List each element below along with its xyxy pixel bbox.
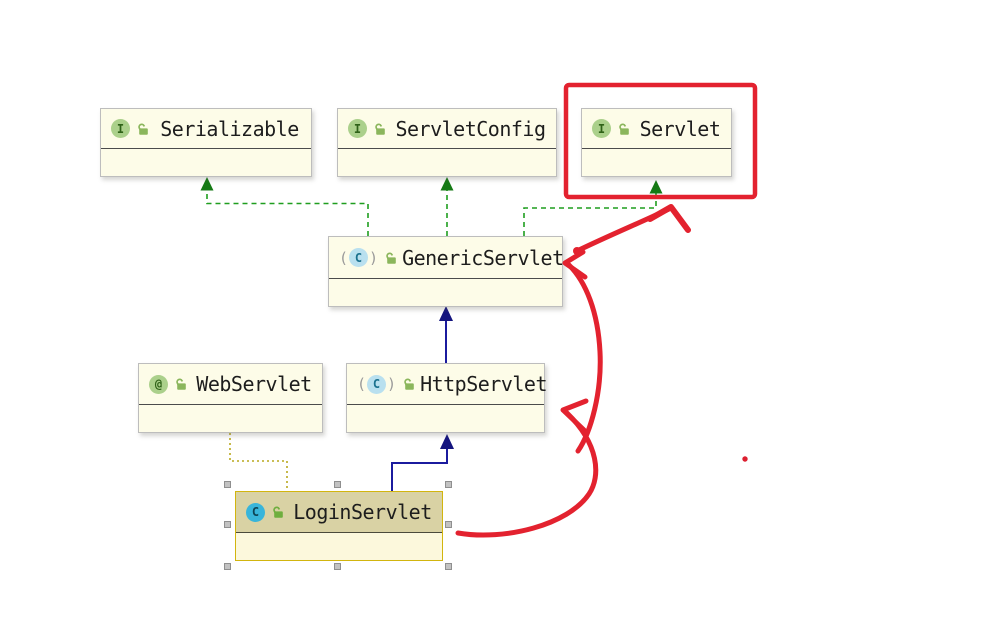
class-node-serializable[interactable]: I Serializable [100, 108, 312, 177]
selection-handle[interactable] [445, 481, 452, 488]
class-name: HttpServlet [420, 372, 548, 396]
unlocked-icon [384, 251, 398, 265]
red-ink-blob [573, 247, 581, 255]
class-node-genericservlet[interactable]: C GenericServlet [328, 236, 564, 307]
selection-handle[interactable] [224, 563, 231, 570]
class-name: GenericServlet [402, 245, 564, 270]
red-arrowhead [560, 398, 589, 433]
node-header[interactable]: C HttpServlet [347, 364, 548, 405]
red-arrowhead [562, 249, 588, 280]
unlocked-icon [373, 122, 387, 136]
selection-handle[interactable] [334, 563, 341, 570]
members-section [329, 279, 562, 306]
edge-extends-genericservlet[interactable] [439, 306, 453, 363]
class-node-httpservlet[interactable]: C HttpServlet [346, 363, 548, 433]
class-name: WebServlet [196, 372, 312, 396]
unlocked-icon [402, 377, 416, 391]
edge-annotation-webservlet[interactable] [229, 433, 288, 490]
edge-realization-servletconfig[interactable] [440, 177, 454, 236]
edge-realization-serializable[interactable] [200, 177, 369, 236]
class-node-webservlet[interactable]: @ WebServlet [138, 363, 323, 433]
class-node-servlet[interactable]: I Servlet [581, 108, 732, 177]
class-name: Serializable [160, 116, 299, 141]
members-section [139, 405, 322, 432]
unlocked-icon [617, 122, 631, 136]
class-name: ServletConfig [395, 116, 546, 141]
node-header[interactable]: C GenericServlet [329, 237, 564, 279]
interface-icon: I [348, 119, 367, 138]
red-arrowhead [647, 204, 691, 233]
selection-handle[interactable] [445, 521, 452, 528]
class-node-loginservlet[interactable]: C LoginServlet [235, 491, 443, 561]
unlocked-icon [174, 377, 188, 391]
members-section [582, 149, 731, 176]
node-header[interactable]: @ WebServlet [139, 364, 322, 405]
selection-handle[interactable] [224, 521, 231, 528]
node-header[interactable]: C LoginServlet [236, 492, 442, 533]
class-name: Servlet [639, 116, 721, 141]
selection-handle[interactable] [334, 481, 341, 488]
members-section [347, 405, 544, 432]
abstract-class-icon: C [339, 248, 378, 267]
members-section [338, 149, 556, 176]
red-arrow-http-to-generic [566, 262, 603, 454]
members-section [101, 149, 311, 176]
selection-handle[interactable] [224, 481, 231, 488]
members-section [236, 533, 442, 560]
unlocked-icon [136, 122, 150, 136]
annotation-icon: @ [149, 374, 168, 394]
class-node-servletconfig[interactable]: I ServletConfig [337, 108, 557, 177]
selection-handle[interactable] [445, 563, 452, 570]
class-icon: C [246, 502, 265, 522]
interface-icon: I [592, 119, 611, 138]
edge-realization-servlet[interactable] [523, 180, 663, 236]
node-header[interactable]: I Servlet [582, 109, 731, 149]
node-header[interactable]: I ServletConfig [338, 109, 556, 149]
red-stray-dot [742, 456, 748, 462]
abstract-class-icon: C [357, 374, 396, 394]
class-name: LoginServlet [293, 500, 432, 524]
node-header[interactable]: I Serializable [101, 109, 311, 149]
interface-icon: I [111, 119, 130, 138]
red-arrow-generic-to-servlet [574, 205, 674, 254]
unlocked-icon [271, 505, 285, 519]
